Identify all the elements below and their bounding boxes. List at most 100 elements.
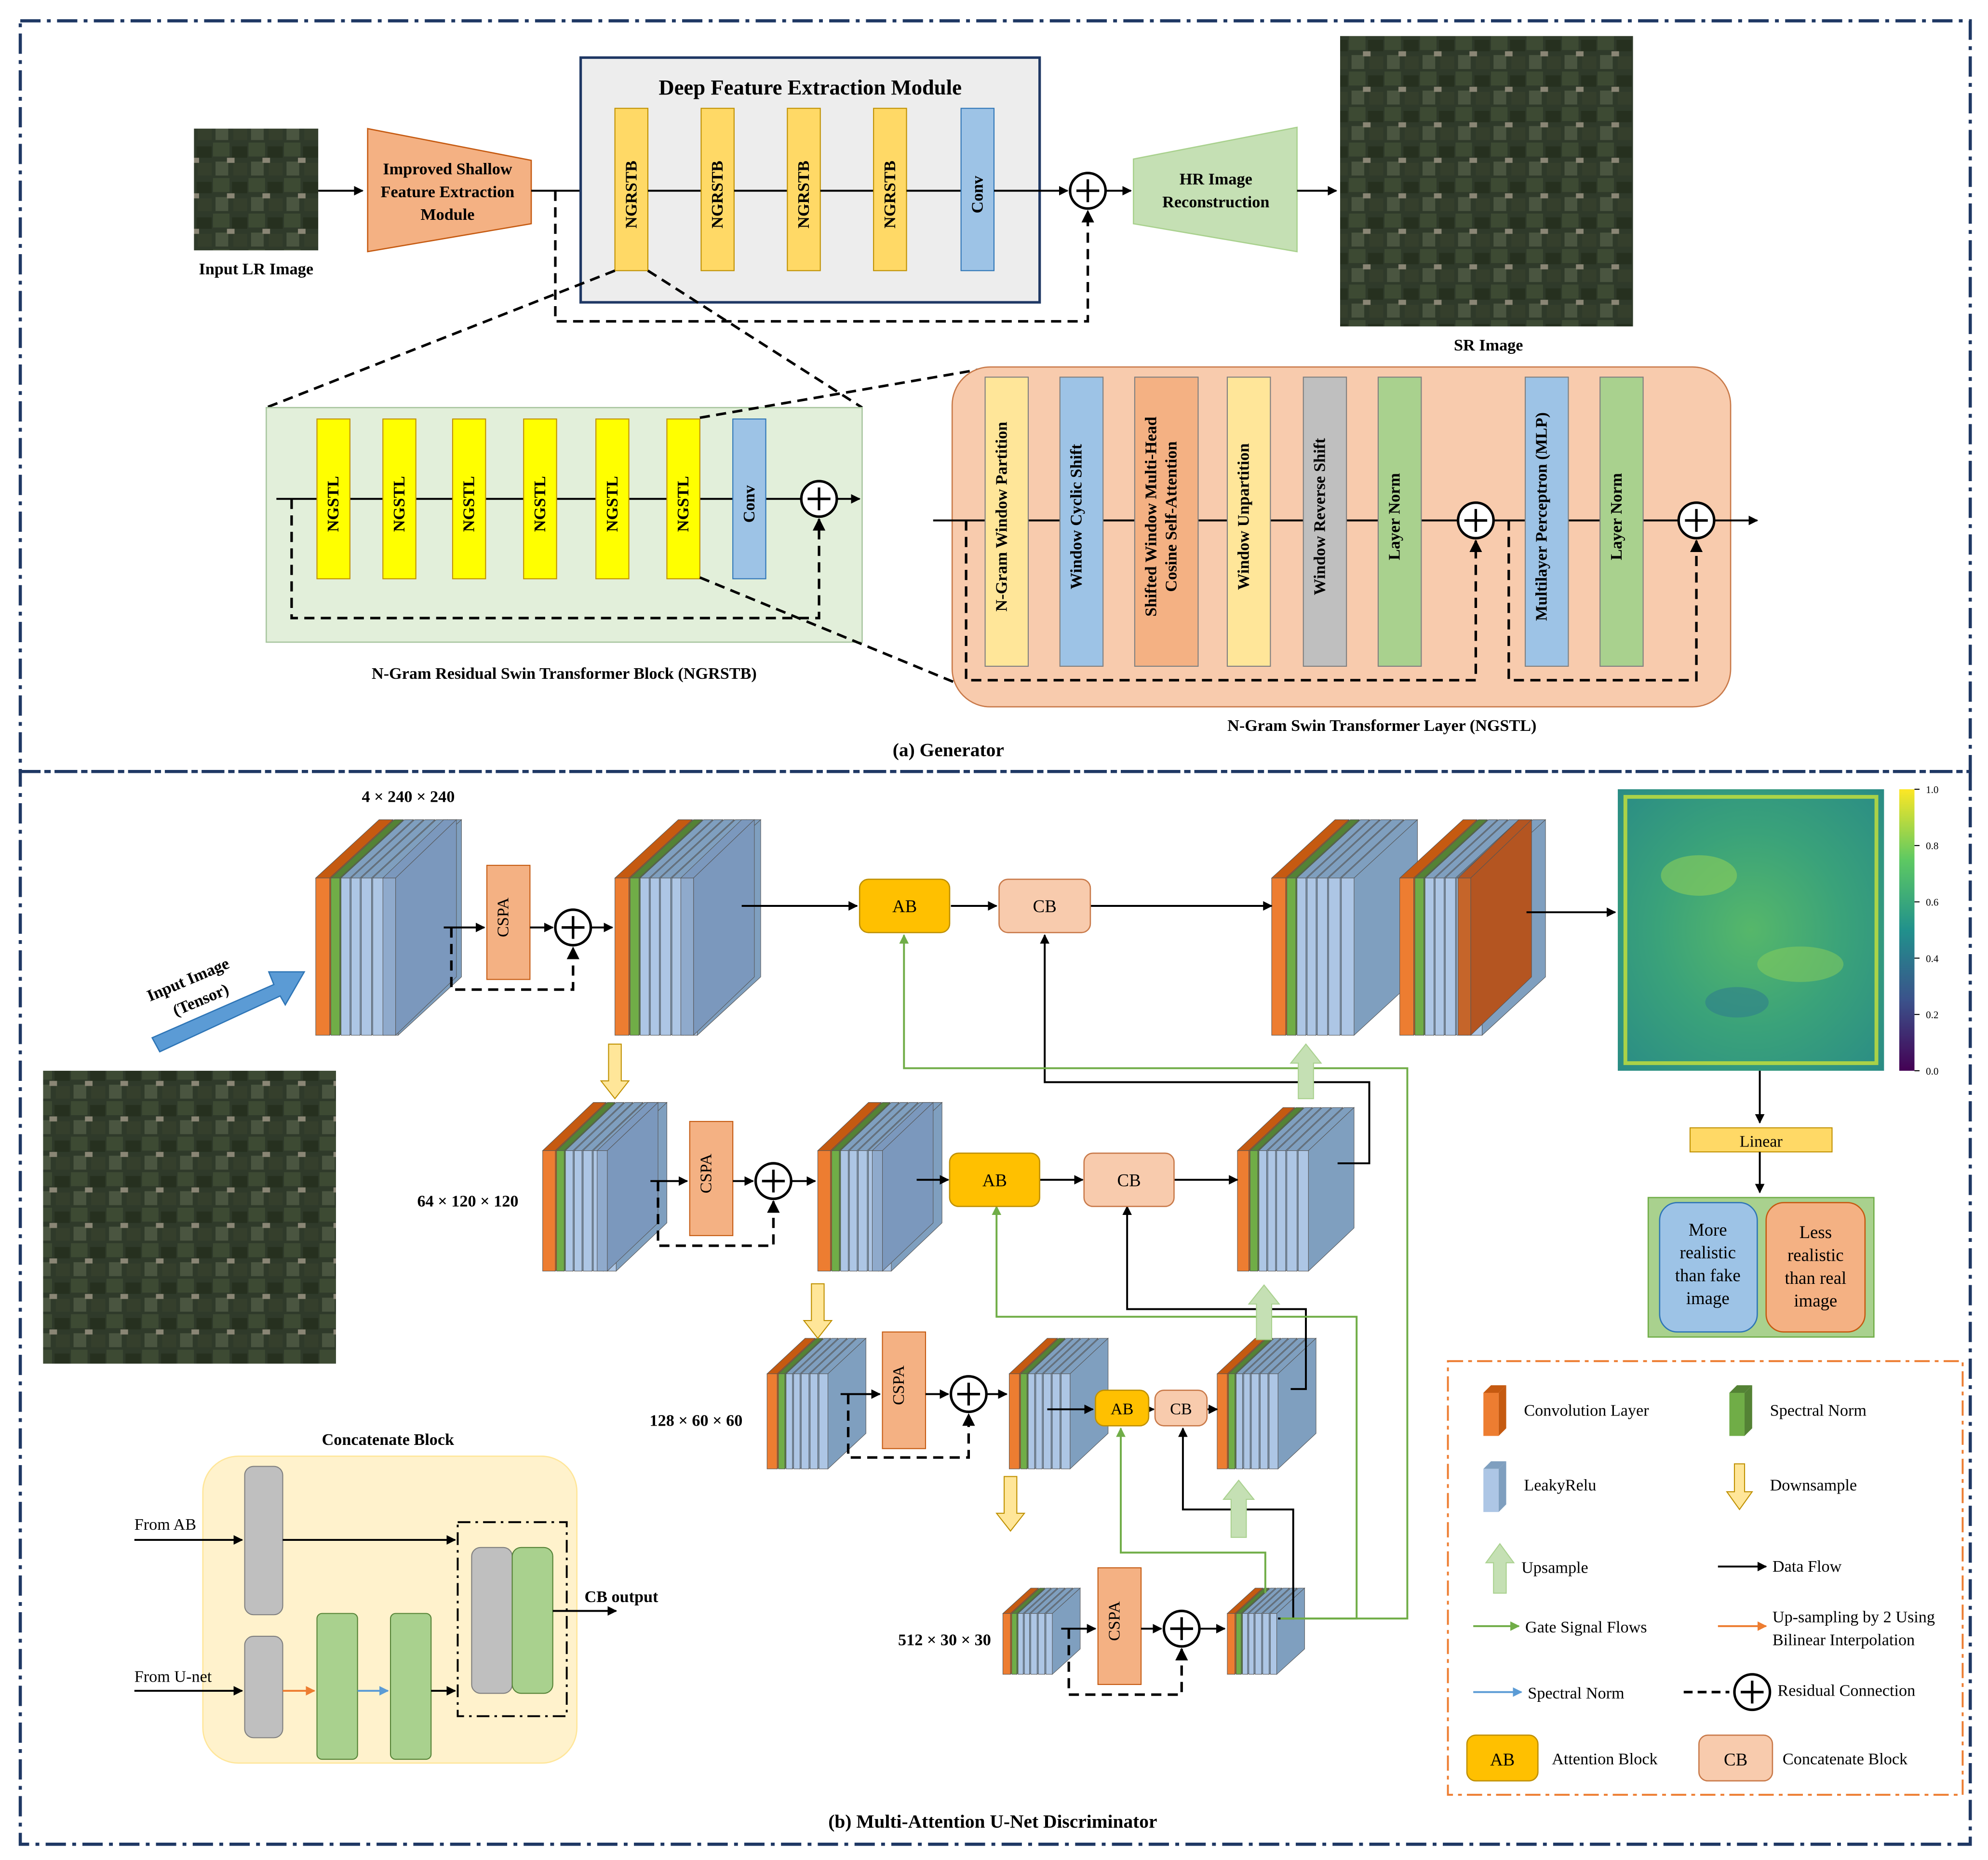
- layer-slab: [778, 1374, 785, 1469]
- layer-slab: [819, 1374, 828, 1469]
- colorbar-tick: 0.2: [1926, 1009, 1938, 1021]
- discriminator-input-image: [43, 1070, 336, 1364]
- legend-ab-name: Attention Block: [1552, 1751, 1658, 1768]
- layer-slab: [1249, 1613, 1254, 1675]
- layer-slab: [840, 1150, 849, 1272]
- layer-slab: [1018, 1613, 1024, 1675]
- feature-block: [597, 1150, 608, 1272]
- downsample-arrow-2: [803, 1283, 833, 1339]
- layer-slab: [1236, 1613, 1242, 1675]
- discriminator-caption: (b) Multi-Attention U-Net Discriminator: [828, 1811, 1157, 1832]
- upsample-arrow-3: [1222, 1479, 1255, 1538]
- colorbar-tick: 0.8: [1926, 840, 1938, 852]
- legend-residual: Residual Connection: [1777, 1682, 1915, 1700]
- legend-ab-swatch: [1466, 1734, 1539, 1782]
- cspa-label: CSPA: [697, 1153, 715, 1193]
- less-realistic-line: than real: [1785, 1268, 1846, 1288]
- legend-upsample: Upsample: [1521, 1559, 1588, 1577]
- layer-slab: [1269, 1374, 1278, 1469]
- layer-slab: [1445, 877, 1456, 1036]
- layer-slab: [315, 877, 330, 1036]
- layer-slab: [330, 877, 340, 1036]
- input-tensor-arrow: [151, 971, 306, 1053]
- layer-slab: [1317, 877, 1328, 1036]
- layer-slab: [1038, 1613, 1045, 1675]
- concat-title: Concatenate Block: [322, 1431, 454, 1449]
- ngrstb-block-label: NGSTL: [390, 476, 408, 532]
- layer-slab: [1020, 1374, 1027, 1469]
- linear-label: Linear: [1740, 1133, 1783, 1151]
- ngrstb-block-label: Conv: [740, 485, 758, 523]
- ngstl-block: [595, 418, 630, 580]
- feature-block: [1458, 877, 1471, 1036]
- shallow-module-line: Feature Extraction: [381, 183, 515, 201]
- generator-frame: [18, 19, 1972, 773]
- layer-slab: [858, 1150, 868, 1272]
- upsample-arrow-1: [1290, 1043, 1322, 1099]
- layer-slab: [831, 1150, 840, 1272]
- layer-slab: [801, 1374, 809, 1469]
- hr-reconstruction-module: [1132, 126, 1298, 253]
- attention-block: [949, 1152, 1040, 1207]
- ngstl-stage-label: Window Cyclic Shift: [1067, 444, 1085, 589]
- ngrstb-block-label: NGSTL: [324, 476, 342, 532]
- ngstl-stage: [1059, 377, 1104, 667]
- cspa-label: CSPA: [1105, 1601, 1123, 1641]
- layer-slab: [583, 1150, 592, 1272]
- layer-slab: [1002, 1613, 1011, 1675]
- ngrstb-detail: [266, 407, 863, 643]
- downsample-arrow-1: [600, 1043, 630, 1100]
- layer-slab: [340, 877, 350, 1036]
- shallow-module-line: Module: [420, 206, 474, 224]
- layer-slab: [1046, 1613, 1053, 1675]
- ngstl-stage-label: N-Gram Window Partition: [993, 422, 1010, 612]
- layer-slab: [1259, 1150, 1267, 1272]
- layer-slab: [1267, 1150, 1276, 1272]
- layer-slab: [1009, 1374, 1020, 1469]
- layer-slab: [849, 1150, 858, 1272]
- layer-slab: [1263, 1613, 1270, 1675]
- cspa-block: [689, 1121, 734, 1236]
- legend-bilinear-1: Up-sampling by 2 Using: [1773, 1608, 1935, 1626]
- cspa-label: CSPA: [495, 897, 512, 937]
- feature-block: [680, 877, 694, 1036]
- discriminator-frame: [18, 769, 1972, 1846]
- legend-cb-name: Concatenate Block: [1783, 1751, 1908, 1768]
- more-realistic-box: [1659, 1202, 1758, 1333]
- ab-label: AB: [892, 896, 917, 916]
- legend-swatch: [1729, 1392, 1745, 1436]
- legend-cb-swatch: [1698, 1734, 1773, 1782]
- layer-slab: [630, 877, 640, 1036]
- ngstl-stage-label: Window Reverse Shift: [1311, 438, 1329, 595]
- layer-slab: [542, 1150, 556, 1272]
- layer-slab: [793, 1374, 801, 1469]
- more-realistic-line: More: [1689, 1220, 1727, 1240]
- cspa-block: [486, 864, 531, 980]
- colorbar-tick: 1.0: [1926, 784, 1938, 795]
- layer-slab: [1028, 1374, 1035, 1469]
- layer-slab: [1399, 877, 1414, 1036]
- generator-caption: (a) Generator: [893, 740, 1004, 761]
- ngstl-caption: N-Gram Swin Transformer Layer (NGSTL): [1227, 717, 1536, 735]
- legend-leakyrelu: LeakyRelu: [1524, 1477, 1596, 1495]
- dim-label-3: 128 × 60 × 60: [650, 1412, 743, 1429]
- layer-slab: [1328, 877, 1341, 1036]
- layer-slab: [1307, 877, 1316, 1036]
- ngrstb-block: [787, 108, 821, 271]
- deep-block-label: NGRSTB: [622, 161, 640, 229]
- less-realistic-line: image: [1794, 1291, 1837, 1310]
- layer-slab: [1424, 877, 1435, 1036]
- layer-slab: [1251, 1374, 1260, 1469]
- layer-slab: [1030, 1613, 1037, 1675]
- ngrstb-block-label: NGSTL: [531, 476, 549, 532]
- legend-bilinear-2: Bilinear Interpolation: [1773, 1631, 1915, 1649]
- concatenate-block: [998, 878, 1091, 933]
- hr-module-line: Reconstruction: [1162, 193, 1269, 211]
- dim-label-1: 4 × 240 × 240: [362, 788, 455, 806]
- legend-spectral-norm-arrow: Spectral Norm: [1528, 1685, 1625, 1702]
- layer-slab: [1228, 1374, 1236, 1469]
- layer-slab: [1298, 1150, 1309, 1272]
- cb-output-label: CB output: [584, 1588, 658, 1606]
- cspa-block: [882, 1331, 927, 1449]
- ngrstb-block: [700, 108, 735, 271]
